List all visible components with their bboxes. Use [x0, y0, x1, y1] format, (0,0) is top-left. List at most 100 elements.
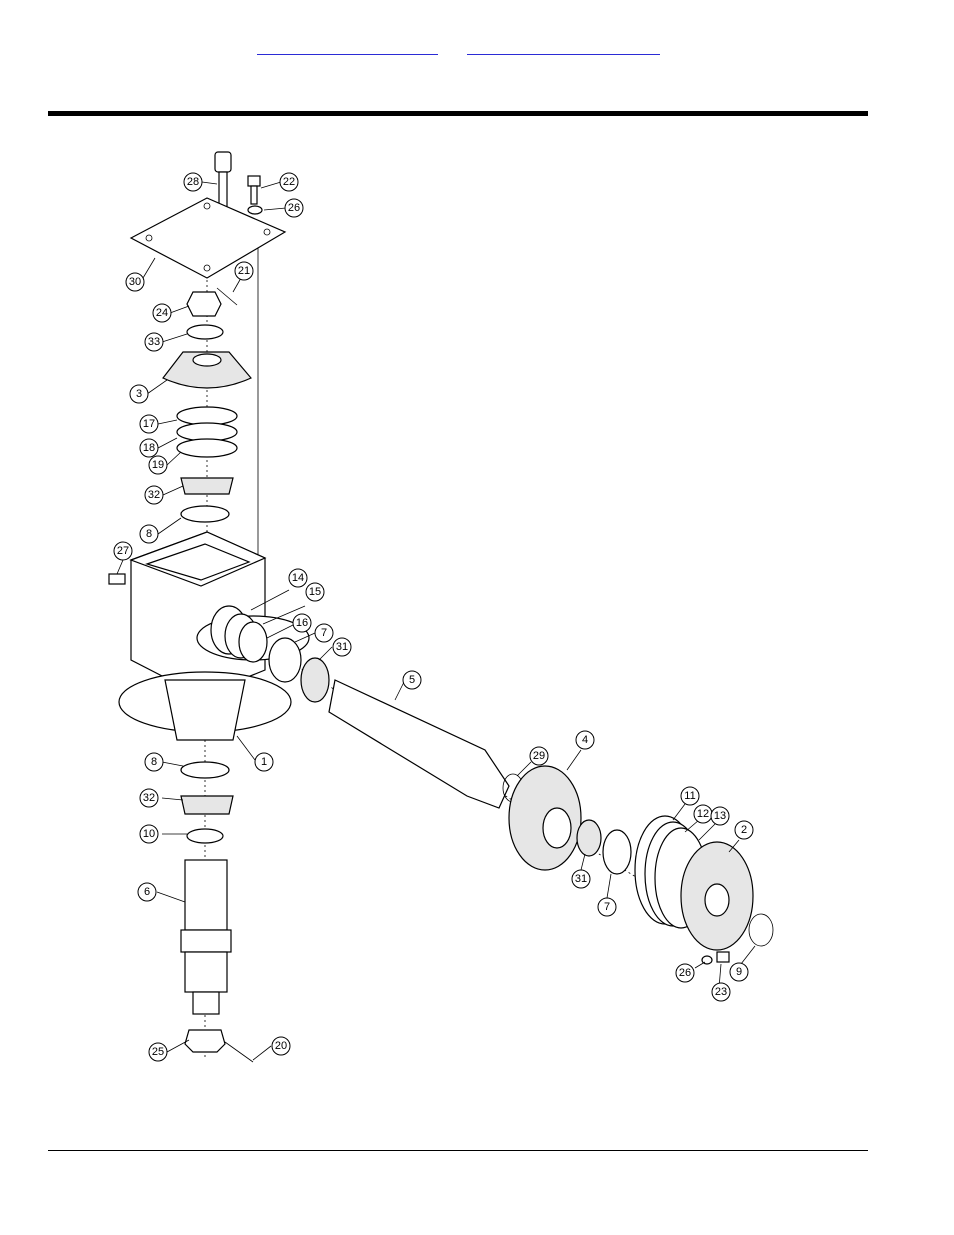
callout-14: 14	[288, 568, 308, 588]
part-bearing-cup-7-rear	[602, 829, 632, 875]
part-cotter-pin-21	[216, 287, 238, 306]
svg-text:32: 32	[148, 489, 160, 501]
svg-text:5: 5	[409, 674, 415, 686]
svg-text:22: 22	[283, 176, 295, 188]
part-shim-17	[176, 406, 238, 426]
svg-text:16: 16	[296, 617, 308, 629]
part-ring-10	[186, 828, 224, 844]
part-bearing-32-bottom	[180, 795, 234, 815]
svg-text:24: 24	[156, 307, 168, 319]
callout-33: 33	[144, 332, 164, 352]
callout-1: 1	[254, 752, 274, 772]
svg-text:31: 31	[336, 641, 348, 653]
part-shim-18	[176, 422, 238, 442]
svg-text:9: 9	[736, 966, 742, 978]
svg-text:32: 32	[143, 792, 155, 804]
callout-32-lower: 32	[139, 788, 159, 808]
svg-text:30: 30	[129, 276, 141, 288]
svg-text:3: 3	[136, 388, 142, 400]
exploded-diagram-svg: 28 22 26 30 21 24 33 3 17 18 19 32 8 27 …	[108, 151, 774, 1063]
part-bolt-23	[716, 951, 730, 963]
callout-3: 3	[129, 384, 149, 404]
part-castle-nut-25	[184, 1029, 226, 1053]
svg-text:17: 17	[143, 418, 155, 430]
part-output-shaft	[180, 859, 232, 1015]
part-castle-nut-24	[186, 291, 222, 317]
callout-8-lower: 8	[144, 752, 164, 772]
svg-text:6: 6	[144, 886, 150, 898]
part-bolt-22	[247, 175, 261, 205]
callout-4: 4	[575, 730, 595, 750]
footer-rule	[48, 1150, 868, 1151]
callout-11: 11	[680, 786, 700, 806]
gearbox-exploded-view: 28 22 26 30 21 24 33 3 17 18 19 32 8 27 …	[105, 140, 780, 1080]
callout-17: 17	[139, 414, 159, 434]
part-shim-19	[176, 438, 238, 458]
part-bearing-31-rear	[576, 819, 602, 857]
callout-22: 22	[279, 172, 299, 192]
svg-text:28: 28	[187, 176, 199, 188]
svg-text:27: 27	[117, 545, 129, 557]
part-snap-ring-9	[748, 913, 774, 947]
svg-text:18: 18	[143, 442, 155, 454]
callout-15: 15	[305, 582, 325, 602]
part-bearing-cup-8-bottom	[180, 761, 230, 779]
callout-26: 26	[284, 198, 304, 218]
svg-text:26: 26	[679, 967, 691, 979]
part-bearing-32-top	[180, 477, 234, 495]
part-seal-16	[238, 621, 268, 663]
svg-text:4: 4	[582, 734, 588, 746]
callout-18: 18	[139, 438, 159, 458]
callout-31: 31	[332, 637, 352, 657]
svg-text:29: 29	[533, 750, 545, 762]
svg-text:21: 21	[238, 265, 250, 277]
callout-6: 6	[137, 882, 157, 902]
part-bearing-cup-8-top	[180, 505, 230, 523]
svg-text:11: 11	[684, 790, 695, 802]
callout-30: 30	[125, 272, 145, 292]
callout-25: 25	[148, 1042, 168, 1062]
callout-29: 29	[529, 746, 549, 766]
part-input-shaft	[328, 679, 510, 809]
callout-9: 9	[729, 962, 749, 982]
callout-7: 7	[314, 623, 334, 643]
callout-32: 32	[144, 485, 164, 505]
svg-text:23: 23	[715, 986, 727, 998]
callout-2: 2	[734, 820, 754, 840]
header-link-1[interactable]	[257, 40, 438, 55]
callout-28: 28	[183, 172, 203, 192]
callout-5: 5	[402, 670, 422, 690]
svg-text:25: 25	[152, 1046, 164, 1058]
callout-19: 19	[148, 455, 168, 475]
callout-24: 24	[152, 303, 172, 323]
callout-10: 10	[139, 824, 159, 844]
svg-text:2: 2	[741, 824, 747, 836]
svg-text:10: 10	[143, 828, 155, 840]
svg-text:19: 19	[152, 459, 164, 471]
part-bearing-31-side	[300, 657, 330, 703]
callout-31-rear: 31	[571, 869, 591, 889]
svg-text:26: 26	[288, 202, 300, 214]
svg-text:15: 15	[309, 586, 321, 598]
svg-text:20: 20	[275, 1040, 287, 1052]
svg-text:31: 31	[575, 873, 587, 885]
callout-26-lower: 26	[675, 963, 695, 983]
svg-text:14: 14	[292, 572, 304, 584]
part-washer-26-top	[247, 205, 263, 215]
svg-text:13: 13	[714, 810, 726, 822]
svg-text:7: 7	[604, 901, 610, 913]
part-bearing-cup-7-side	[268, 637, 302, 683]
part-washer-33	[186, 324, 224, 340]
svg-text:8: 8	[146, 528, 152, 540]
header-link-2[interactable]	[467, 40, 660, 55]
callout-23: 23	[711, 982, 731, 1002]
callout-27: 27	[113, 541, 133, 561]
callout-13: 13	[710, 806, 730, 826]
callout-12: 12	[693, 804, 713, 824]
callout-20: 20	[271, 1036, 291, 1056]
part-plug-27	[108, 573, 126, 585]
svg-text:1: 1	[261, 756, 267, 768]
svg-text:7: 7	[321, 627, 327, 639]
callout-7-rear: 7	[597, 897, 617, 917]
callout-8: 8	[139, 524, 159, 544]
